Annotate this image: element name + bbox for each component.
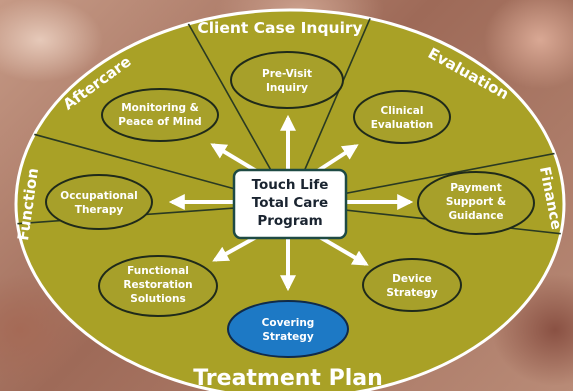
svg-text:Clinical: Clinical [381, 105, 424, 117]
svg-text:Monitoring &: Monitoring & [121, 102, 199, 114]
svg-text:Inquiry: Inquiry [266, 82, 308, 94]
node-covering-strategy: Covering Strategy [227, 300, 349, 358]
svg-text:Therapy: Therapy [75, 204, 124, 216]
node-device-strategy: Device Strategy [362, 258, 462, 312]
svg-text:Restoration: Restoration [123, 279, 192, 291]
arrow-to-monitoring [210, 143, 260, 174]
program-arrows [168, 114, 414, 292]
node-occupational-therapy: Occupational Therapy [45, 174, 153, 230]
node-payment-support: Payment Support & Guidance [417, 171, 535, 235]
node-monitoring-peace-of-mind: Monitoring & Peace of Mind [101, 88, 219, 142]
svg-text:Device: Device [392, 273, 432, 285]
node-clinical-evaluation: Clinical Evaluation [353, 90, 451, 144]
svg-text:Evaluation: Evaluation [371, 119, 434, 131]
svg-text:Solutions: Solutions [130, 293, 185, 305]
segment-label-treatment-plan: Treatment Plan [193, 366, 383, 391]
svg-text:Peace of Mind: Peace of Mind [118, 116, 201, 128]
svg-text:Covering: Covering [262, 317, 315, 329]
center-line-1: Touch Life [252, 177, 329, 193]
arrow-to-functional [212, 234, 259, 262]
svg-text:Functional: Functional [127, 265, 189, 277]
svg-text:Support &: Support & [446, 196, 506, 208]
center-line-2: Total Care [252, 195, 328, 211]
arrow-to-device [316, 234, 369, 266]
segment-label-client-case-inquiry: Client Case Inquiry [197, 19, 362, 37]
arrow-to-clinical [314, 144, 359, 174]
node-pre-visit-inquiry: Pre-Visit Inquiry [230, 51, 344, 109]
center-program-box: Touch Life Total Care Program [232, 168, 348, 240]
svg-text:Occupational: Occupational [60, 190, 137, 202]
svg-text:Payment: Payment [450, 182, 502, 194]
svg-text:Pre-Visit: Pre-Visit [262, 68, 312, 80]
node-functional-restoration: Functional Restoration Solutions [98, 255, 218, 317]
svg-text:Guidance: Guidance [448, 210, 503, 222]
center-line-3: Program [257, 213, 322, 229]
svg-text:Strategy: Strategy [386, 287, 438, 299]
svg-text:Strategy: Strategy [262, 331, 314, 343]
